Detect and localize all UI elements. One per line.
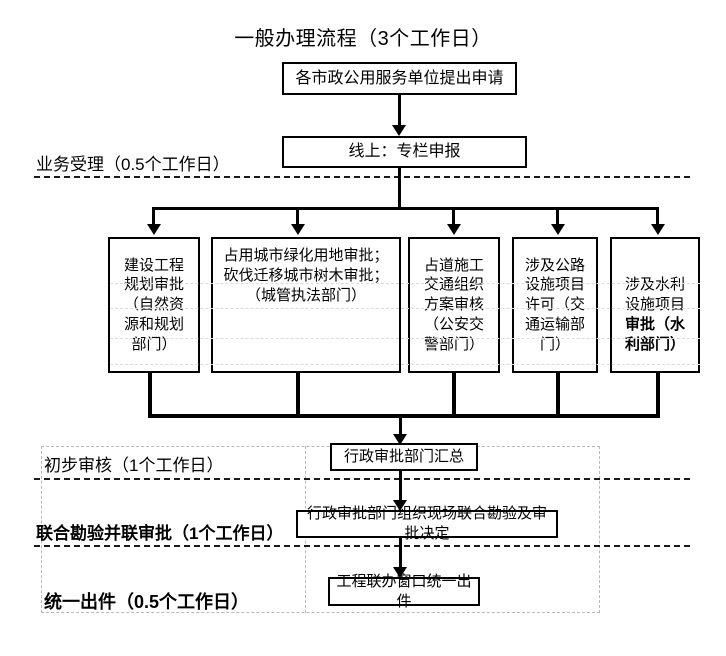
arrow-fanout-1: [147, 224, 161, 235]
connector-summary-joint: [399, 471, 402, 508]
node-dept-water-label: 涉及水利 设施项目 审批（水 利部门）: [621, 256, 689, 355]
node-dept-highway[interactable]: 涉及公路 设施项目 许可（交 通运输部 门）: [512, 237, 598, 373]
arrow-apply-online: [392, 125, 406, 136]
merge-leg-5: [656, 373, 660, 416]
connector-joint-issue: [399, 538, 402, 576]
fanout-leg-5: [656, 207, 659, 229]
fanout-leg-4: [556, 207, 559, 229]
fanout-leg-3: [452, 207, 455, 229]
stage-label-preliminary: 初步审核（1个工作日）: [44, 456, 224, 475]
node-summary-label: 行政审批部门汇总: [343, 448, 464, 466]
node-dept-planning-label: 建设工程 规划审批 （自然资 源和规划 部门）: [123, 256, 184, 353]
node-dept-greening-label: 占用城市绿化用地审批； 砍伐迁移城市树木审批； （城管执法部门）: [223, 247, 389, 304]
node-dept-traffic-plan-label: 占道施工 交通组织 方案审核 （公安交 警部门）: [423, 256, 484, 353]
stage-label-joint-survey: 联合勘验并联审批（1个工作日）: [36, 524, 284, 543]
arrow-fanout-2: [291, 224, 305, 235]
node-online[interactable]: 线上：专栏申报: [282, 136, 527, 168]
node-dept-greening[interactable]: 占用城市绿化用地审批； 砍伐迁移城市树木审批； （城管执法部门）: [211, 237, 401, 373]
merge-bar: [148, 414, 660, 418]
separator-acceptance: [34, 176, 690, 178]
node-joint-inspection-label: 行政审批部门组织现场联合勘验及审批决定: [306, 505, 547, 542]
arrow-fanout-4: [551, 224, 565, 235]
lower-stage-panel: [41, 446, 600, 613]
connector-merge-summary: [399, 414, 402, 440]
merge-leg-2: [296, 373, 300, 416]
merge-leg-1: [148, 373, 152, 416]
node-unified-issuance[interactable]: 工程联办窗口统一出件: [328, 573, 480, 610]
fanout-bar: [152, 207, 659, 210]
node-dept-highway-label: 涉及公路 设施项目 许可（交 通运输部 门）: [524, 256, 585, 353]
node-dept-water-label-bold: 审批（水 利部门）: [624, 315, 685, 353]
node-apply-label: 各市政公用服务单位提出申请: [295, 69, 504, 87]
merge-leg-3: [452, 373, 456, 416]
connector-apply-online: [398, 95, 401, 131]
arrow-merge-summary: [393, 434, 407, 445]
node-joint-inspection[interactable]: 行政审批部门组织现场联合勘验及审批决定: [296, 505, 558, 542]
node-summary[interactable]: 行政审批部门汇总: [330, 443, 478, 471]
node-dept-planning[interactable]: 建设工程 规划审批 （自然资 源和规划 部门）: [108, 237, 200, 373]
node-unified-issuance-label: 工程联办窗口统一出件: [336, 572, 472, 610]
node-dept-water-label-normal: 涉及水利 设施项目: [624, 276, 685, 314]
node-dept-water[interactable]: 涉及水利 设施项目 审批（水 利部门）: [610, 237, 700, 373]
separator-joint-survey: [34, 545, 690, 547]
fanout-leg-1: [152, 207, 155, 229]
arrow-fanout-5: [651, 224, 665, 235]
stage-label-acceptance: 业务受理（0.5个工作日）: [36, 155, 230, 174]
merge-leg-4: [556, 373, 560, 416]
node-apply[interactable]: 各市政公用服务单位提出申请: [282, 62, 517, 95]
fanout-leg-2: [296, 207, 299, 229]
node-online-label: 线上：专栏申报: [348, 143, 461, 161]
arrow-summary-joint: [393, 500, 407, 511]
separator-preliminary: [34, 478, 690, 480]
page-title: 一般办理流程（3个工作日）: [234, 28, 492, 50]
connector-online-fanout: [398, 168, 401, 210]
stage-label-issuance: 统一出件（0.5个工作日）: [44, 592, 250, 612]
arrow-joint-issue: [393, 567, 407, 578]
node-dept-traffic-plan[interactable]: 占道施工 交通组织 方案审核 （公安交 警部门）: [408, 237, 500, 373]
arrow-fanout-3: [447, 224, 461, 235]
